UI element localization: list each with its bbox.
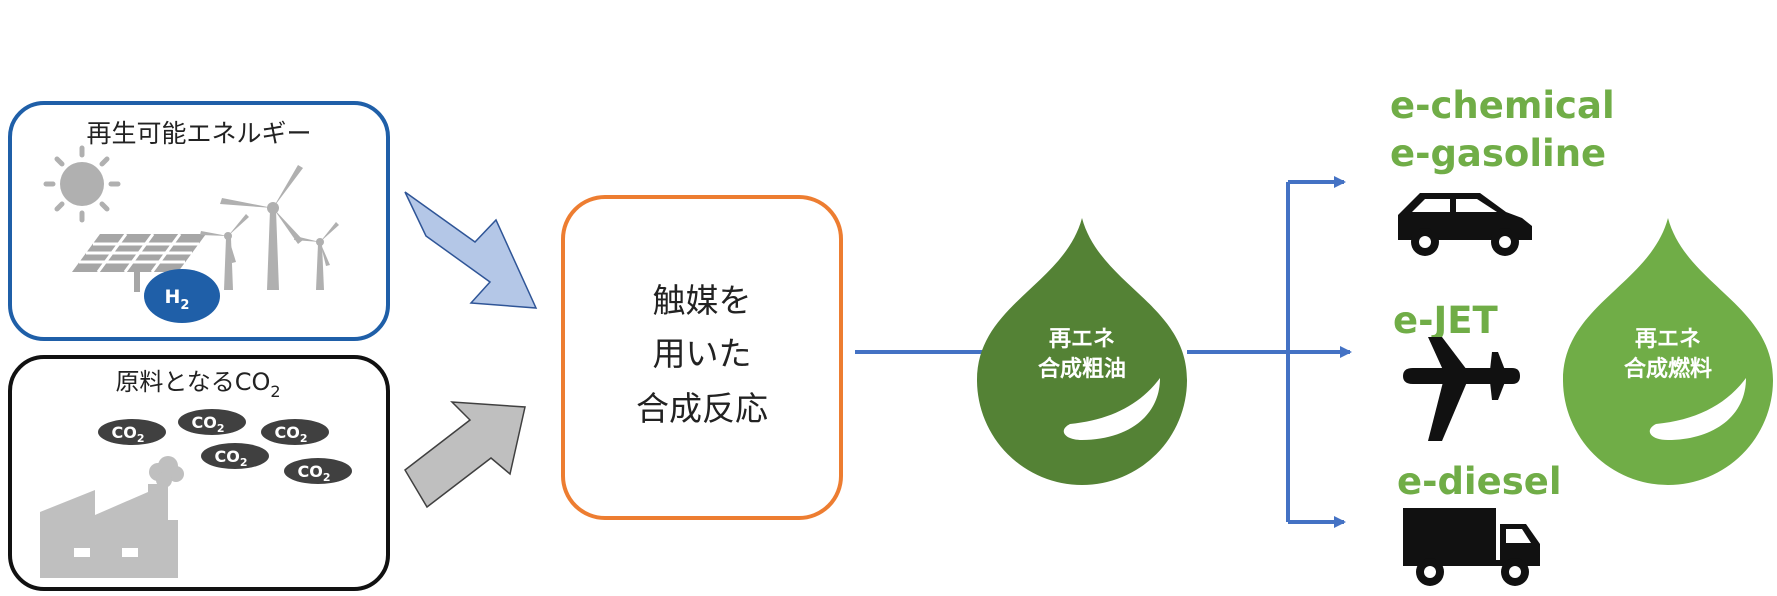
solar-panel-icon	[72, 233, 206, 292]
co2-bubble: CO2	[261, 419, 329, 445]
crude-oil-drop: 再エネ 合成粗油	[977, 218, 1187, 485]
svg-text:CO2: CO2	[192, 413, 225, 435]
svg-text:H2: H2	[165, 286, 190, 313]
reaction-line-1: 触媒を	[653, 281, 752, 320]
co2-bubble: CO2	[201, 443, 269, 469]
car-icon	[1398, 193, 1532, 256]
crude-drop-line-2: 合成粗油	[1038, 356, 1126, 382]
co2-source-title: 原料となるCO2	[115, 368, 280, 401]
renewable-energy-box: 再生可能エネルギー	[8, 101, 390, 341]
co2-bubble: CO2	[98, 419, 166, 445]
branch-connector	[1187, 176, 1352, 528]
factory-icon	[40, 456, 184, 578]
product-label-e-diesel: e-diesel	[1397, 460, 1562, 503]
sun-icon	[43, 145, 121, 223]
svg-text:CO2: CO2	[215, 447, 248, 469]
renewable-energy-title: 再生可能エネルギー	[86, 119, 311, 148]
product-label-e-gasoline: e-gasoline	[1390, 132, 1606, 175]
product-label-e-chemical: e-chemical	[1390, 84, 1615, 127]
h2-badge: H2	[144, 269, 220, 323]
fuel-drop-line-1: 再エネ	[1635, 327, 1701, 352]
reaction-line-3: 合成反応	[636, 389, 768, 428]
co2-bubble: CO2	[178, 409, 246, 435]
fuel-drop: 再エネ 合成燃料	[1563, 218, 1773, 485]
truck-icon	[1403, 508, 1540, 586]
airplane-icon	[1403, 337, 1520, 441]
crude-drop-line-1: 再エネ	[1049, 327, 1115, 352]
catalytic-reaction-box: 触媒を 用いた 合成反応	[561, 195, 843, 520]
product-label-e-jet: e-JET	[1393, 299, 1498, 342]
reaction-line-2: 用いた	[653, 334, 752, 373]
wind-turbine-icon	[200, 165, 339, 290]
co2-source-box: 原料となるCO2 CO2 CO2 CO2 CO2 CO2	[8, 355, 390, 591]
svg-text:CO2: CO2	[298, 462, 331, 484]
svg-text:CO2: CO2	[275, 423, 308, 445]
co2-bubble: CO2	[284, 458, 352, 484]
renewable-input-arrow	[404, 191, 538, 309]
co2-input-arrow	[404, 401, 526, 509]
svg-text:CO2: CO2	[112, 423, 145, 445]
fuel-drop-line-2: 合成燃料	[1624, 356, 1712, 382]
